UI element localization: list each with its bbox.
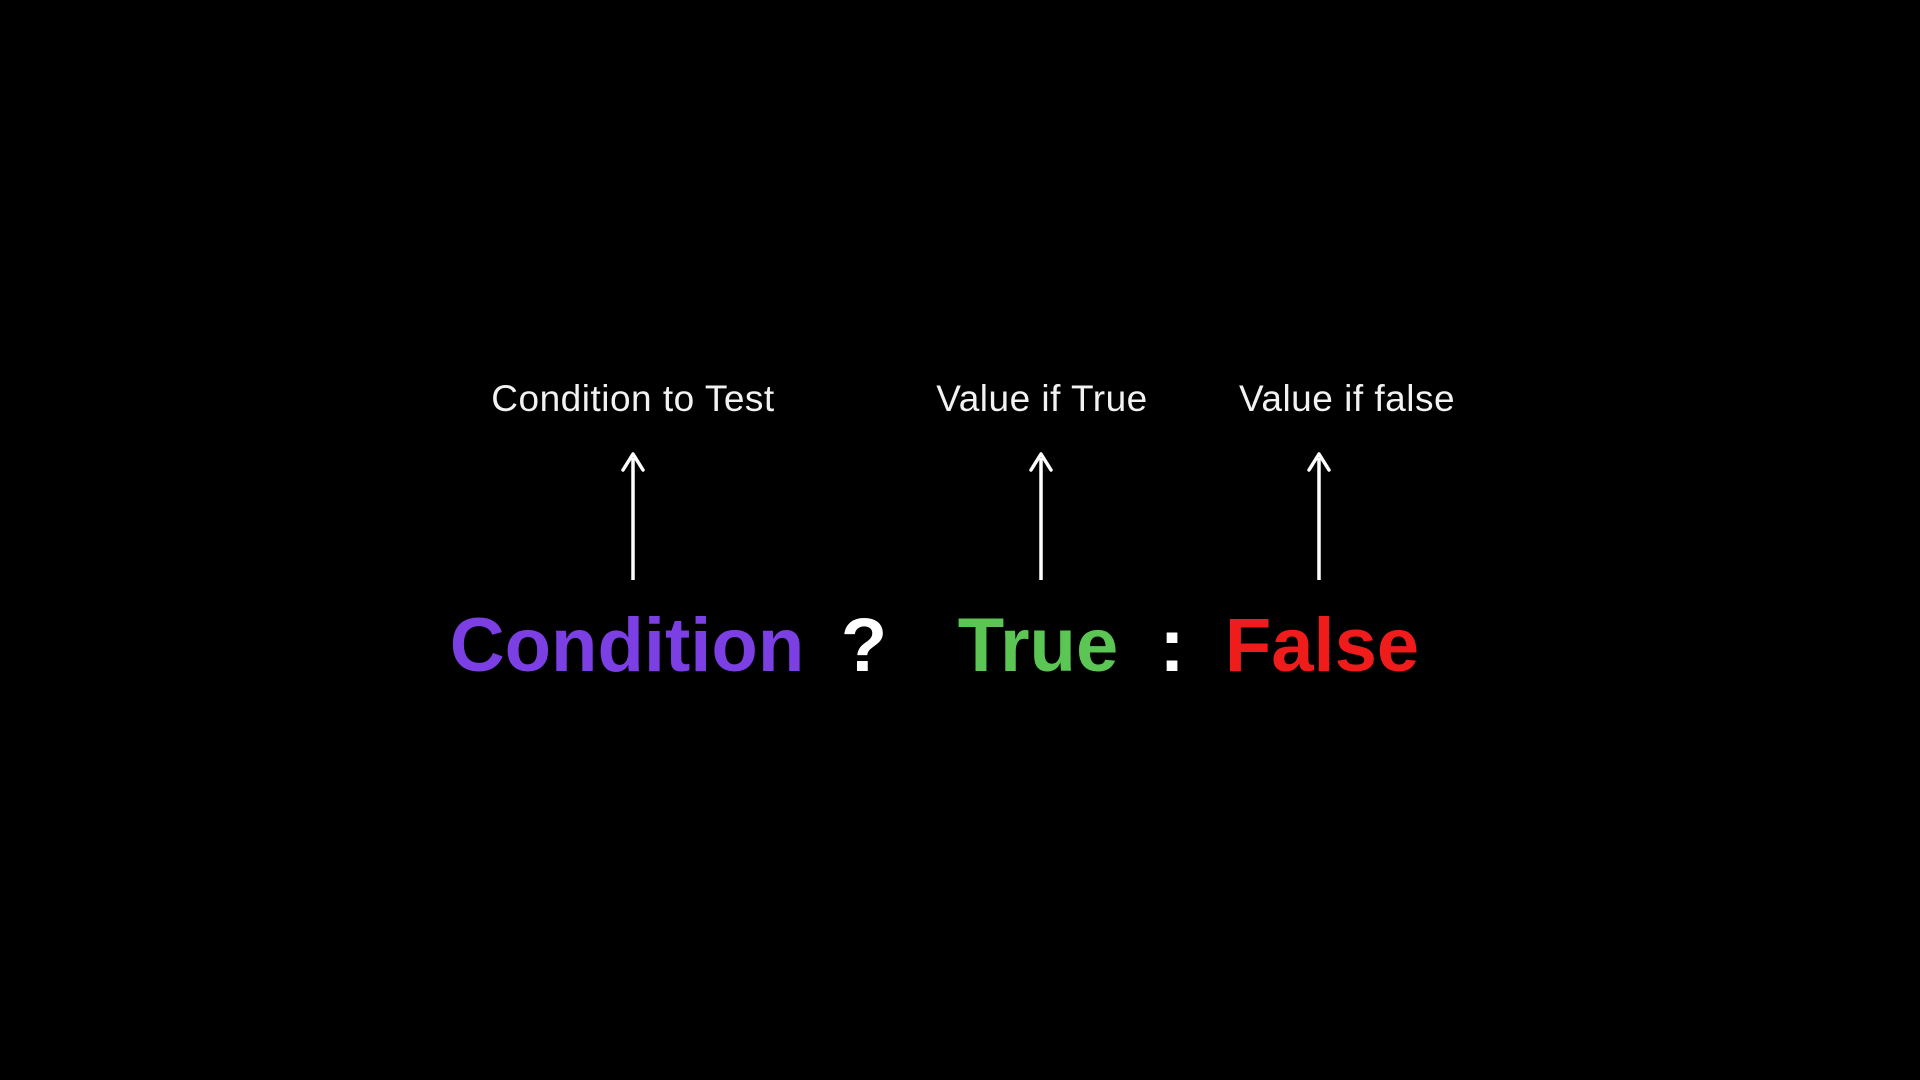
value-if-false-label: Value if false: [1238, 378, 1456, 419]
up-arrow-icon: [1029, 452, 1053, 580]
condition-to-test-label: Condition to Test: [491, 378, 775, 419]
up-arrow-icon: [621, 452, 645, 580]
up-arrow-icon: [1307, 452, 1331, 580]
expression-colon: :: [1159, 603, 1185, 688]
expression-condition-term: Condition: [449, 603, 805, 688]
expression-true-term: True: [957, 603, 1119, 688]
expression-question-mark: ?: [840, 603, 888, 688]
expression-false-term: False: [1224, 603, 1420, 688]
value-if-true-label: Value if True: [936, 378, 1148, 419]
